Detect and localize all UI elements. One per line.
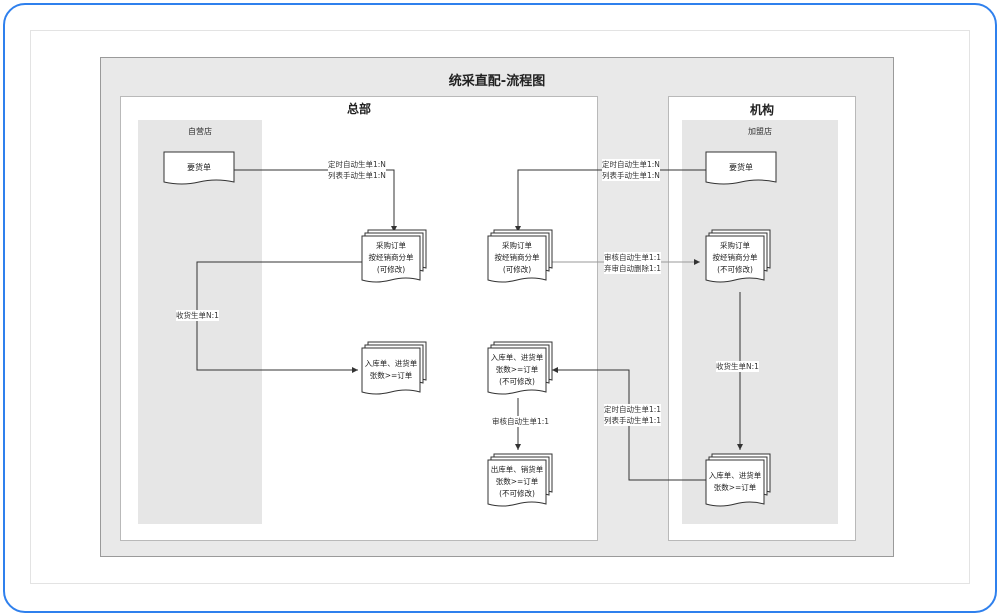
label-outbound: 审核自动生单1:1 <box>492 416 550 427</box>
hq-outbound-mid: 出库单、销货单 张数>=订单 (不可修改) <box>487 453 553 508</box>
self-operated-lane-title: 自营店 <box>188 127 212 136</box>
edge-left-request <box>234 169 397 232</box>
franchise-lane-title: 加盟店 <box>748 127 772 136</box>
hq-receipt-left: 入库单、进货单 张数>=订单 <box>361 341 427 396</box>
hq-receipt-mid: 入库单、进货单 张数>=订单 (不可修改) <box>487 341 553 396</box>
org-purchase-order: 采购订单 按经销商分单 (不可修改) <box>705 229 771 284</box>
label-receipt-org: 收货生单N:1 <box>716 361 759 372</box>
org-title: 机构 <box>749 103 774 117</box>
label-receipt-back: 定时自动生单1:1 列表手动生单1:1 <box>604 404 662 426</box>
hq-request-doc: 要货单 <box>163 151 235 188</box>
label-receipt-left: 收货生单N:1 <box>176 310 219 321</box>
hq-purchase-order-mid: 采购订单 按经销商分单 (可修改) <box>487 229 553 284</box>
label-purchase-sync: 审核自动生单1:1 弃审自动删除1:1 <box>604 252 662 274</box>
diagram-title: 统采直配-流程图 <box>448 74 546 89</box>
org-request-doc: 要货单 <box>705 151 777 188</box>
self-operated-lane <box>138 120 262 524</box>
label-right-request: 定时自动生单1:N 列表手动生单1:N <box>602 159 660 181</box>
hq-purchase-order-left: 采购订单 按经销商分单 (可修改) <box>361 229 427 284</box>
hq-title: 总部 <box>346 102 371 116</box>
edge-receipt-left <box>196 261 362 373</box>
org-receipt: 入库单、进货单 张数>=订单 <box>705 453 771 508</box>
label-left-request: 定时自动生单1:N 列表手动生单1:N <box>328 159 386 181</box>
